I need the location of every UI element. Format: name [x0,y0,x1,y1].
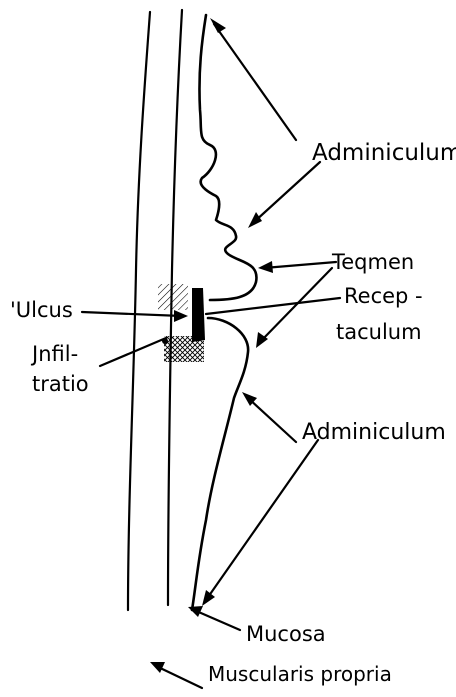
label-adminiculum-top: Adminiculum [312,142,456,165]
arrow-muscularis [156,666,202,688]
arrow-tegmen-b [260,268,332,342]
muscularis-outer-line [128,12,150,610]
arrow-adminiculum-top-a [214,24,296,140]
infiltration-hatch-lower [164,336,204,362]
arrow-adminiculum-bottom-b [206,440,318,600]
label-infiltratio-line1: Jnfil- [32,344,78,365]
arrow-mucosa [194,610,240,630]
receptaculum-crater [192,288,205,342]
label-ulcus: 'Ulcus [10,300,73,321]
upper-adminiculum-contour [199,15,256,300]
arrow-tegmen-a [264,262,336,268]
label-adminiculum-bottom: Adminiculum [302,422,446,444]
label-tegmen: Teqmen [332,252,414,273]
label-muscularis-propria: Muscularis propria [208,664,392,684]
label-receptaculum-line2: taculum [336,322,422,343]
arrow-ulcus [82,312,182,316]
arrow-adminiculum-bottom-a [248,398,296,442]
label-receptaculum-line1: Recep - [344,286,423,307]
arrow-adminiculum-top-b [254,162,320,222]
label-mucosa: Mucosa [246,624,326,645]
infiltration-hatch-upper [158,284,188,310]
label-infiltratio-line2: tratio [32,374,89,395]
